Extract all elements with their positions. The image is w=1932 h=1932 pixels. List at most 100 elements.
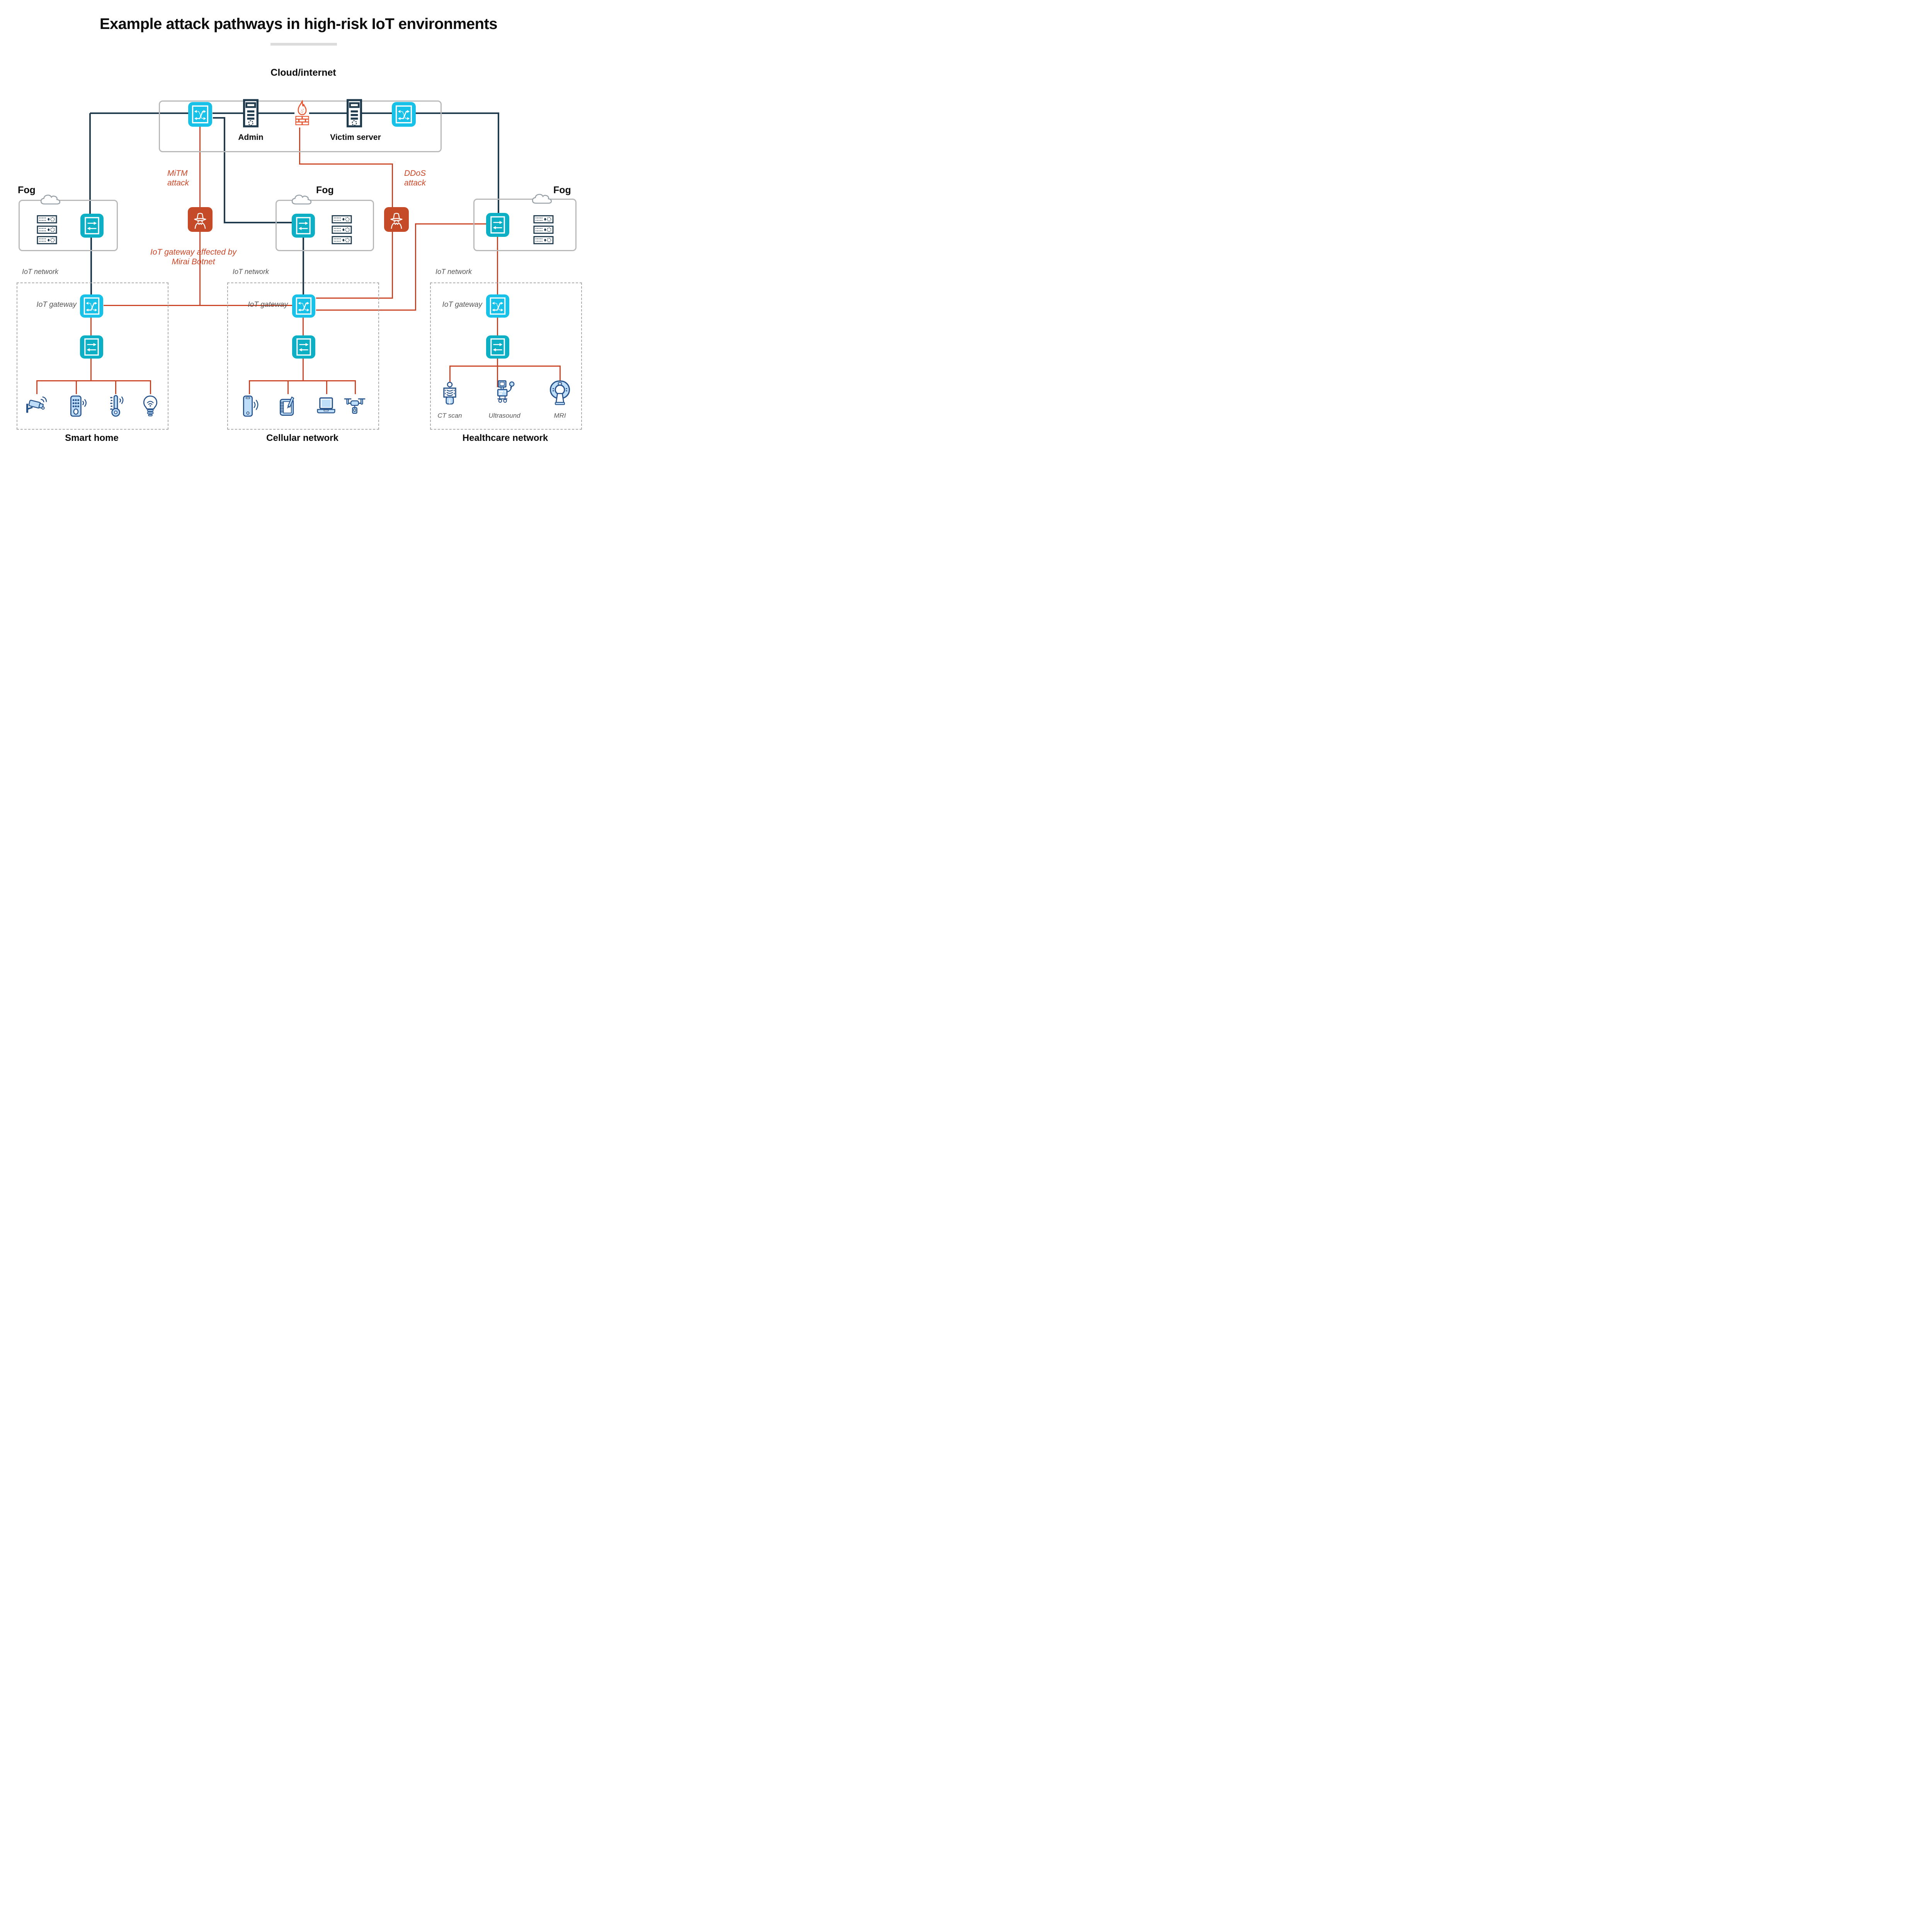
connector-line xyxy=(303,237,304,295)
title-underline xyxy=(270,43,337,46)
page-title: Example attack pathways in high-risk IoT… xyxy=(99,15,498,32)
connector-line xyxy=(224,117,225,223)
attack-line xyxy=(326,380,327,394)
victim-server-icon xyxy=(347,99,362,129)
server-rack-icon xyxy=(332,236,352,247)
router-icon xyxy=(188,102,212,127)
attack-line xyxy=(449,366,560,367)
admin-server-icon xyxy=(243,99,259,129)
attack-line xyxy=(115,380,116,394)
iot-network-box xyxy=(227,282,379,430)
connector-line xyxy=(90,112,189,114)
firewall-icon xyxy=(293,97,311,130)
attack-line xyxy=(497,359,498,387)
iot-network-box xyxy=(430,282,582,430)
attack-line xyxy=(497,236,498,295)
device-label: MRI xyxy=(554,412,566,419)
connector-line xyxy=(258,112,294,114)
attack-line xyxy=(76,380,77,394)
ultrasound-icon xyxy=(491,379,518,406)
tablet-icon xyxy=(276,394,299,418)
attack-line xyxy=(449,366,451,382)
attack-line xyxy=(392,163,393,208)
drone-icon xyxy=(343,394,367,418)
network-switch-icon xyxy=(292,335,315,359)
attack-line xyxy=(497,318,498,336)
remote-icon xyxy=(64,394,88,418)
attack-line xyxy=(36,380,37,394)
hacker-icon xyxy=(384,207,409,232)
fog-switch-icon xyxy=(80,214,104,238)
connector-line xyxy=(213,117,225,119)
fog-box xyxy=(19,200,118,251)
attack-line xyxy=(90,359,92,381)
attack-line xyxy=(249,380,355,381)
server-rack-icon xyxy=(332,215,352,226)
mitm-attack-label: MiTM attack xyxy=(167,169,189,188)
thermometer-icon xyxy=(104,394,128,418)
network-switch-icon xyxy=(80,335,103,359)
attack-line xyxy=(199,127,201,208)
iot-gateway-label: IoT gateway xyxy=(442,301,483,309)
attack-line xyxy=(299,163,393,165)
camera-icon xyxy=(24,394,48,418)
iot-gateway-label: IoT gateway xyxy=(248,301,288,309)
admin-label: Admin xyxy=(238,133,264,142)
server-rack-icon xyxy=(332,225,352,236)
device-label: CT scan xyxy=(437,412,462,419)
connector-line xyxy=(362,112,393,114)
attack-line xyxy=(355,380,356,394)
cloud-internet-box xyxy=(159,100,442,152)
fog-box xyxy=(276,200,374,251)
attack-line xyxy=(287,380,289,394)
server-rack-icon xyxy=(533,236,554,247)
attack-line xyxy=(299,128,300,164)
hacker-icon xyxy=(188,207,213,232)
iot-gateway-icon xyxy=(292,294,315,318)
network-name: Cellular network xyxy=(266,433,338,443)
server-rack-icon xyxy=(37,236,57,247)
attack-line xyxy=(303,318,304,336)
attack-line xyxy=(415,223,416,311)
ddos-attack-label: DDoS attack xyxy=(404,169,426,188)
router-icon xyxy=(392,102,416,127)
ct-scan-icon xyxy=(437,381,463,406)
fog-label: Fog xyxy=(18,185,36,196)
iot-gateway-icon xyxy=(486,294,509,318)
attack-line xyxy=(150,380,151,394)
phone-icon xyxy=(237,394,261,418)
attack-line xyxy=(90,318,92,336)
connector-line xyxy=(415,112,499,114)
device-label: Ultrasound xyxy=(488,412,520,419)
iot-network-box xyxy=(17,282,168,430)
connector-line xyxy=(498,113,499,214)
attack-line xyxy=(104,305,293,306)
attack-line xyxy=(316,298,393,299)
connector-line xyxy=(224,222,293,223)
diagram-canvas: Example attack pathways in high-risk IoT… xyxy=(0,0,597,450)
attack-line xyxy=(36,380,151,381)
connector-line xyxy=(213,112,243,114)
connector-line xyxy=(89,113,91,214)
network-switch-icon xyxy=(486,335,509,359)
attack-line xyxy=(560,366,561,382)
cloud-internet-label: Cloud/internet xyxy=(270,67,336,78)
iot-gateway-icon xyxy=(80,294,103,318)
attack-line xyxy=(316,310,416,311)
iot-network-label: IoT network xyxy=(435,268,472,276)
fog-switch-icon xyxy=(486,213,509,237)
server-rack-icon xyxy=(37,215,57,226)
connector-line xyxy=(90,237,92,295)
attack-line xyxy=(416,223,486,224)
network-name: Healthcare network xyxy=(462,433,548,443)
cloud-icon xyxy=(290,192,314,209)
connector-line xyxy=(309,112,348,114)
attack-line xyxy=(199,232,201,306)
fog-switch-icon xyxy=(292,214,315,238)
attack-line xyxy=(303,359,304,381)
attack-line xyxy=(249,380,250,394)
mirai-botnet-label: IoT gateway affected by Mirai Botnet xyxy=(150,248,236,267)
iot-network-label: IoT network xyxy=(22,268,59,276)
iot-network-label: IoT network xyxy=(233,268,269,276)
mri-icon xyxy=(546,379,573,406)
